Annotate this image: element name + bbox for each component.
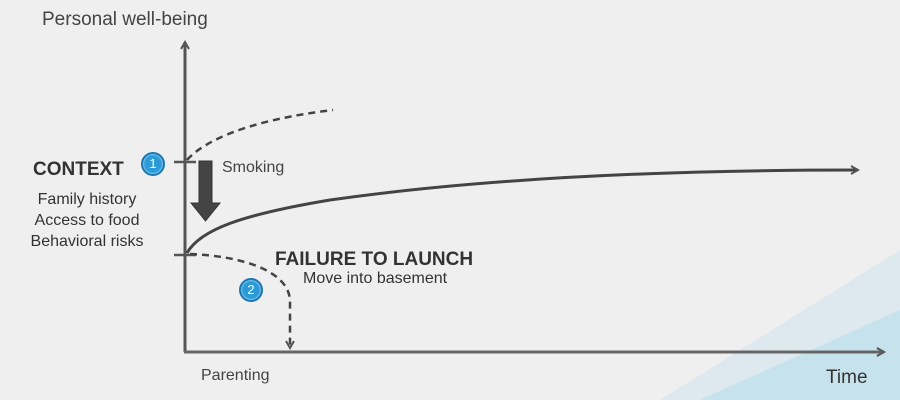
parenting-label: Parenting xyxy=(201,367,270,384)
context-item: Access to food xyxy=(34,212,140,229)
failure-dashed-trajectory xyxy=(189,252,290,348)
y-axis-label: Personal well-being xyxy=(42,9,208,30)
failure-title: FAILURE TO LAUNCH xyxy=(275,249,474,270)
failure-badge: 2 xyxy=(239,278,263,302)
context-item: Behavioral risks xyxy=(30,233,144,250)
main-trajectory xyxy=(185,170,858,254)
smoking-label: Smoking xyxy=(222,159,285,176)
upper-dashed-trajectory xyxy=(186,108,334,161)
context-item: Family history xyxy=(37,191,137,208)
x-axis-label: Time xyxy=(826,367,868,388)
context-badge: 1 xyxy=(141,152,165,176)
failure-subtitle: Move into basement xyxy=(303,270,448,287)
background-wedge xyxy=(700,310,900,400)
smoking-down-arrow xyxy=(189,160,222,222)
context-title: CONTEXT xyxy=(33,159,124,180)
context-items: Family history Access to food Behavioral… xyxy=(22,189,152,252)
